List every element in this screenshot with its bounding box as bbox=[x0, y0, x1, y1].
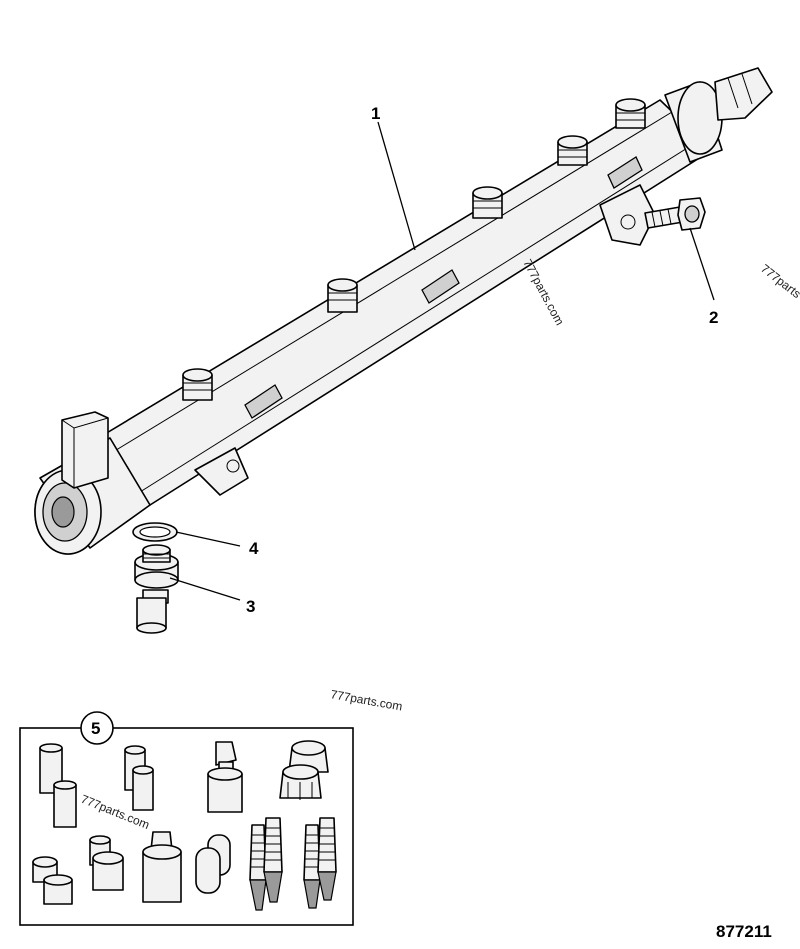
watermark-1: 777parts.com bbox=[520, 257, 566, 328]
watermark-2: 777parts bbox=[758, 261, 800, 301]
injector-port-1 bbox=[182, 368, 213, 401]
kit-rounded-pins bbox=[195, 834, 231, 894]
kit-flat-cylinder bbox=[142, 831, 182, 903]
repair-kit-box: 5 bbox=[19, 711, 354, 926]
callout-5: 5 bbox=[91, 719, 100, 738]
leader-line-3 bbox=[169, 577, 241, 601]
leader-line-4 bbox=[175, 531, 241, 547]
callout-1: 1 bbox=[371, 104, 380, 123]
callout-2: 2 bbox=[709, 308, 718, 327]
leader-line-1 bbox=[377, 121, 416, 251]
kit-cylinder-pins bbox=[39, 743, 154, 828]
plug-fitting-part bbox=[134, 544, 179, 634]
diagram-number: 877211 bbox=[716, 922, 772, 941]
injector-port-2 bbox=[327, 278, 358, 313]
kit-threaded-springs bbox=[249, 817, 337, 911]
kit-caps bbox=[279, 740, 329, 800]
injector-port-5 bbox=[615, 98, 646, 129]
kit-flat-pin bbox=[207, 741, 243, 813]
kit-small-caps bbox=[32, 835, 124, 905]
callout-4: 4 bbox=[249, 539, 259, 558]
injector-port-3 bbox=[472, 186, 503, 219]
injector-port-4 bbox=[557, 135, 588, 166]
callout-3: 3 bbox=[246, 597, 255, 616]
leader-line-2 bbox=[689, 227, 715, 301]
watermark-3: 777parts.com bbox=[329, 687, 403, 713]
seal-ring-part bbox=[132, 522, 178, 542]
fuel-rail-part bbox=[34, 67, 773, 555]
bolt-part bbox=[644, 197, 706, 231]
